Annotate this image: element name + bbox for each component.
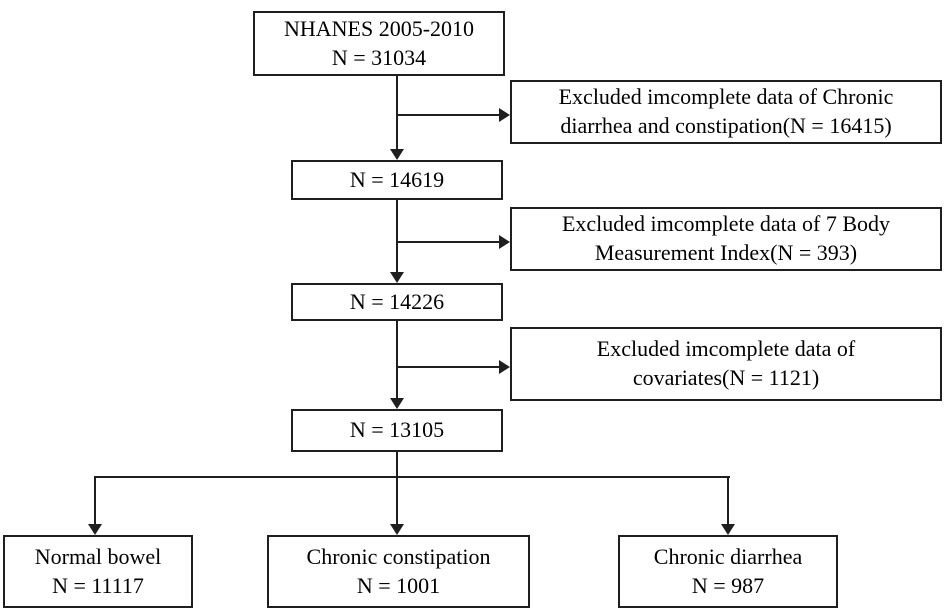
- node-source-population: NHANES 2005-2010 N = 31034: [253, 11, 505, 76]
- node-exclusion-bowel-data: Excluded imcomplete data of Chronic diar…: [510, 80, 942, 144]
- node-count: N = 14226: [349, 288, 445, 314]
- arrowhead-down-icon: [390, 149, 404, 160]
- arrowhead-down-icon: [721, 524, 735, 535]
- outcome-count: N = 1001: [356, 572, 441, 598]
- node-exclusion-covariates: Excluded imcomplete data of covariates(N…: [510, 327, 942, 401]
- connector-branch-exclusion3: [397, 366, 500, 368]
- node-after-bmi-exclusion: N = 14226: [291, 283, 503, 321]
- node-outcome-chronic-diarrhea: Chronic diarrhea N = 987: [618, 535, 838, 608]
- connector-source-to-stage1: [396, 76, 398, 151]
- node-count: N = 14619: [349, 166, 445, 192]
- node-after-bowel-exclusion: N = 14619: [291, 160, 503, 200]
- outcome-count: N = 11117: [52, 572, 144, 598]
- arrowhead-down-icon: [390, 398, 404, 409]
- outcome-title: Chronic diarrhea: [653, 543, 803, 569]
- outcome-title: Normal bowel: [34, 543, 162, 569]
- node-exclusion-body-measurement: Excluded imcomplete data of 7 Body Measu…: [510, 207, 942, 271]
- arrowhead-down-icon: [390, 272, 404, 283]
- exclusion-text-line: covariates(N = 1121): [632, 365, 820, 390]
- exclusion-text-line: Excluded imcomplete data of Chronic: [558, 84, 894, 110]
- arrowhead-right-icon: [499, 108, 510, 122]
- exclusion-text-line: Measurement Index(N = 393): [594, 240, 858, 265]
- connector-branch-exclusion1: [397, 114, 500, 116]
- connector-stage1-to-stage2: [396, 200, 398, 274]
- arrowhead-down-icon: [88, 524, 102, 535]
- node-source-count: N = 31034: [331, 44, 427, 70]
- exclusion-text-line: diarrhea and constipation(N = 16415): [560, 113, 892, 138]
- arrowhead-right-icon: [499, 360, 510, 374]
- exclusion-text-line: Excluded imcomplete data of: [596, 336, 856, 362]
- arrowhead-right-icon: [499, 235, 510, 249]
- connector-branch-exclusion2: [397, 241, 500, 243]
- connector-to-normal-bowel: [94, 477, 96, 526]
- connector-stage3-to-outcomes: [396, 452, 398, 526]
- exclusion-text-line: Excluded imcomplete data of 7 Body: [561, 211, 891, 237]
- node-source-title: NHANES 2005-2010: [283, 15, 475, 41]
- connector-outcome-distribution: [94, 476, 730, 478]
- node-count: N = 13105: [349, 417, 445, 443]
- node-outcome-normal-bowel: Normal bowel N = 11117: [3, 535, 193, 608]
- node-analytic-sample: N = 13105: [291, 409, 503, 452]
- outcome-title: Chronic constipation: [306, 543, 491, 569]
- node-outcome-chronic-constipation: Chronic constipation N = 1001: [267, 535, 530, 608]
- connector-to-chronic-diarrhea: [727, 477, 729, 526]
- outcome-count: N = 987: [691, 572, 765, 598]
- arrowhead-down-icon: [390, 524, 404, 535]
- connector-stage2-to-stage3: [396, 321, 398, 400]
